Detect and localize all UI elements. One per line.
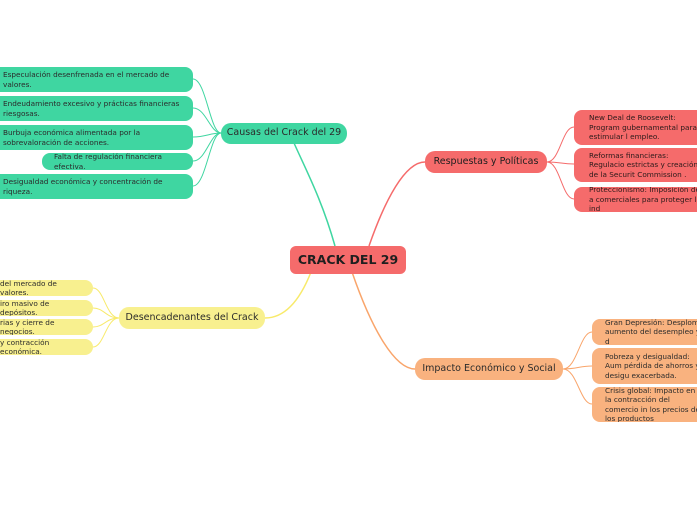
link-resp-2	[546, 161, 575, 165]
link-imp-3	[562, 368, 593, 405]
link-causas-1	[192, 78, 222, 134]
link-desenc-2	[92, 307, 120, 319]
link-causas-2	[192, 107, 222, 134]
leaf-respuestas-1[interactable]: New Deal de Roosevelt: Program gubername…	[574, 110, 697, 145]
leaf-causas-5[interactable]: Desigualdad económica y concentración de…	[0, 174, 193, 199]
leaf-respuestas-2[interactable]: Reformas financieras: Regulacio estricta…	[574, 148, 697, 182]
leaf-causas-2[interactable]: Endeudamiento excesivo y prácticas finan…	[0, 96, 193, 121]
link-resp-1	[546, 126, 575, 163]
branch-desencadenantes[interactable]: Desencadenantes del Crack	[119, 307, 265, 329]
branch-impacto[interactable]: Impacto Económico y Social	[415, 358, 563, 380]
leaf-causas-4[interactable]: Falta de regulación financiera efectiva.	[42, 153, 193, 170]
link-imp-2	[562, 365, 593, 370]
leaf-causas-3[interactable]: Burbuja económica alimentada por la sobr…	[0, 125, 193, 150]
central-topic[interactable]: CRACK DEL 29	[290, 246, 406, 274]
leaf-desencadenantes-1[interactable]: del mercado de valores.	[0, 280, 93, 296]
link-desenc-4	[92, 317, 120, 348]
leaf-desencadenantes-3[interactable]: rias y cierre de negocios.	[0, 319, 93, 335]
branch-respuestas[interactable]: Respuestas y Políticas	[425, 151, 547, 173]
leaf-impacto-1[interactable]: Gran Depresión: Desplome aumento del des…	[592, 319, 697, 345]
leaf-causas-1[interactable]: Especulación desenfrenada en el mercado …	[0, 67, 193, 92]
leaf-respuestas-3[interactable]: Proteccionismo: Imposición de a comercia…	[574, 187, 697, 212]
leaf-desencadenantes-4[interactable]: y contracción económica.	[0, 339, 93, 355]
link-center-causas	[293, 142, 336, 247]
link-causas-5	[192, 132, 222, 187]
leaf-impacto-2[interactable]: Pobreza y desigualdad: Aum pérdida de ah…	[592, 348, 697, 384]
link-center-impacto	[351, 271, 416, 370]
link-center-desencadenantes	[264, 271, 312, 319]
link-imp-1	[562, 331, 593, 370]
leaf-impacto-3[interactable]: Crisis global: Impacto en la contracción…	[592, 387, 697, 422]
link-center-respuestas	[368, 161, 426, 247]
link-resp-3	[546, 161, 575, 200]
link-desenc-1	[92, 287, 120, 319]
leaf-desencadenantes-2[interactable]: iro masivo de depósitos.	[0, 300, 93, 316]
branch-causas[interactable]: Causas del Crack del 29	[221, 123, 347, 144]
